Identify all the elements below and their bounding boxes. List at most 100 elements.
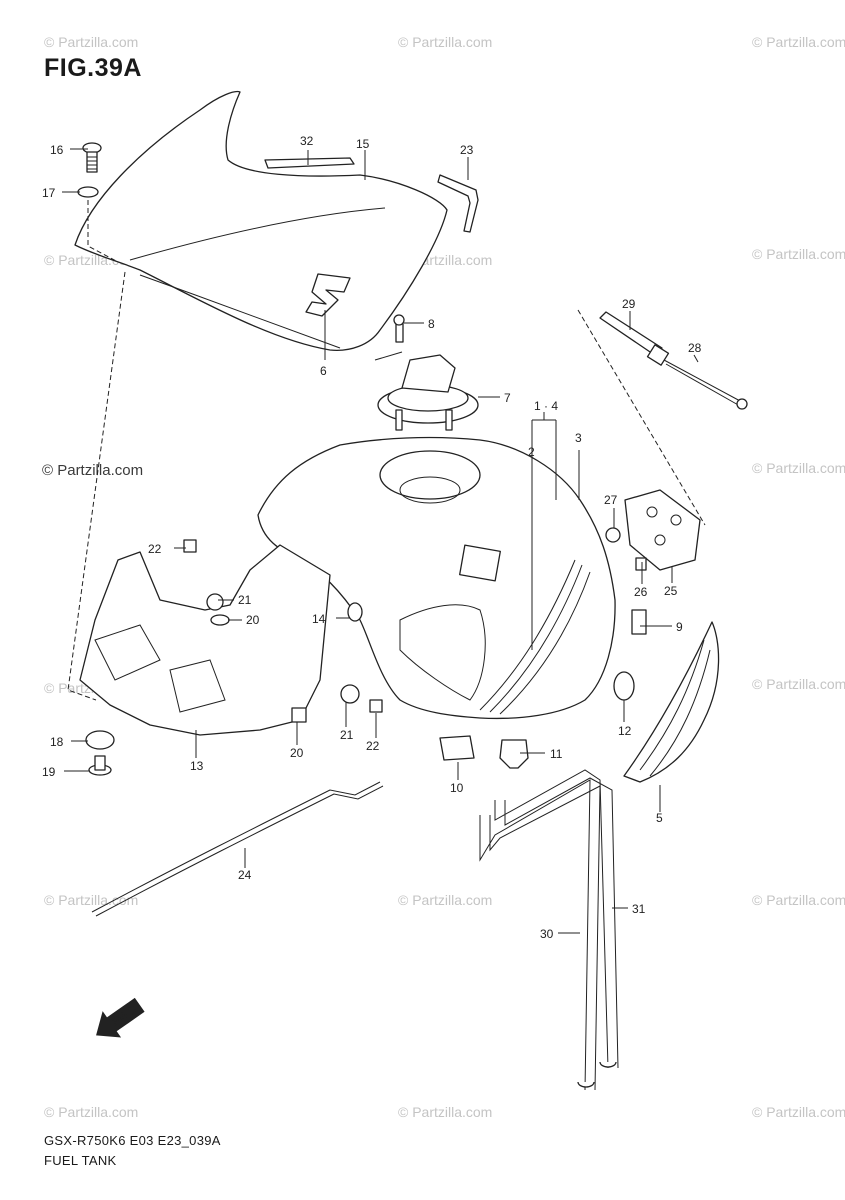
cover-strip xyxy=(264,157,355,169)
clip-22b xyxy=(369,699,383,713)
callout-8: 8 xyxy=(428,317,435,331)
cap-12 xyxy=(613,671,635,701)
valve-11 xyxy=(499,739,529,769)
watermark: © Partzilla.com xyxy=(398,34,493,50)
bolt-16 xyxy=(82,142,102,173)
callout-18: 18 xyxy=(50,735,64,749)
callout-22: 22 xyxy=(148,542,162,556)
callout-16: 16 xyxy=(50,143,64,157)
nut-27 xyxy=(605,527,621,543)
watermark: © Partzilla.com xyxy=(44,892,139,908)
mount-leader-long xyxy=(67,271,126,701)
damper-leader xyxy=(577,309,706,526)
fuel-cap-assembly xyxy=(374,314,479,431)
callout-14: 14 xyxy=(312,612,326,626)
bracket-25-hole xyxy=(670,514,682,526)
callout-1-4: 1 · 4 xyxy=(534,399,558,413)
vent-hose xyxy=(437,174,479,233)
collar-20b xyxy=(291,707,307,723)
cushion-14 xyxy=(347,602,363,622)
hose-31-end xyxy=(599,1061,617,1068)
callout-20: 20 xyxy=(246,613,260,627)
tank-bracket xyxy=(79,544,331,736)
callout-31: 31 xyxy=(632,902,646,916)
callout-12: 12 xyxy=(618,724,632,738)
leader-lines xyxy=(62,148,699,934)
bracket-25 xyxy=(624,489,701,571)
tank-filler-inner xyxy=(399,476,461,504)
callout-3: 3 xyxy=(575,431,582,445)
watermark: © Partzilla.com xyxy=(398,892,493,908)
figure-name: FUEL TANK xyxy=(44,1153,117,1168)
bolt-28 xyxy=(663,359,743,407)
watermark: © Partzilla.com xyxy=(44,34,139,50)
callout-13: 13 xyxy=(190,759,204,773)
cushion-18 xyxy=(85,730,115,750)
side-panel-5-lines xyxy=(639,639,711,777)
bolt-28-head xyxy=(736,398,748,410)
callout-30: 30 xyxy=(540,927,554,941)
washer-17 xyxy=(77,186,99,198)
suzuki-emblem xyxy=(305,273,351,317)
tank-trim-lines xyxy=(479,559,591,715)
callout-32: 32 xyxy=(300,134,314,148)
callout-10: 10 xyxy=(450,781,464,795)
bolt-19-shank xyxy=(94,755,106,771)
bracket-25-hole xyxy=(646,506,658,518)
callout-11: 11 xyxy=(550,747,563,761)
watermark-prominent: © Partzilla.com xyxy=(42,462,144,479)
watermark: © Partzilla.com xyxy=(752,1104,845,1120)
callout-27: 27 xyxy=(604,493,618,507)
tank-cover xyxy=(74,90,448,351)
callout-26: 26 xyxy=(634,585,648,599)
grommet-21b xyxy=(340,684,360,704)
callout-29: 29 xyxy=(622,297,636,311)
callout-9: 9 xyxy=(676,620,683,634)
damper-29-body xyxy=(646,344,670,366)
tank-cover-contour xyxy=(129,207,386,349)
hose-31 xyxy=(494,769,619,1069)
callout-5: 5 xyxy=(656,811,663,825)
pad-9 xyxy=(631,609,647,635)
watermark: © Partzilla.com xyxy=(752,34,845,50)
damper-29 xyxy=(599,311,663,357)
fwd-arrow xyxy=(96,997,145,1038)
callout-24: 24 xyxy=(238,868,252,882)
watermark: © Partzilla.com xyxy=(44,1104,139,1120)
callout-21: 21 xyxy=(238,593,252,607)
watermark: © Partzilla.com xyxy=(752,676,845,692)
drain-hose-24 xyxy=(91,781,384,917)
watermark: © Partzilla.com xyxy=(752,460,845,476)
clamp-10 xyxy=(439,735,475,761)
callout-19: 19 xyxy=(42,765,56,779)
bolt-26 xyxy=(635,557,647,571)
callout-21: 21 xyxy=(340,728,354,742)
hose-30 xyxy=(479,779,601,1091)
hose-30-end xyxy=(577,1081,595,1088)
figure-code: GSX-R750K6 E03 E23_039A xyxy=(44,1133,221,1148)
callout-25: 25 xyxy=(664,584,678,598)
watermark: © Partzilla.com xyxy=(398,1104,493,1120)
tank-bracket-windows xyxy=(94,624,226,713)
collar-20a xyxy=(210,614,230,626)
callout-23: 23 xyxy=(460,143,474,157)
tank-label-plate xyxy=(459,544,501,582)
clip-22a xyxy=(183,539,197,553)
watermark: © Partzilla.com xyxy=(752,892,845,908)
callout-15: 15 xyxy=(356,137,370,151)
callout-28: 28 xyxy=(688,341,702,355)
side-panel-5 xyxy=(623,621,720,783)
bracket-25-hole xyxy=(654,534,666,546)
watermark: © Partzilla.com xyxy=(752,246,845,262)
callout-17: 17 xyxy=(42,186,56,200)
mount-leader xyxy=(87,200,119,263)
grommet-21a xyxy=(206,593,224,611)
callout-22: 22 xyxy=(366,739,380,753)
callout-20: 20 xyxy=(290,746,304,760)
tank-side-panel xyxy=(399,604,486,701)
tank-filler-ring xyxy=(379,450,481,500)
callout-2: 2 xyxy=(528,445,535,459)
figure-title: FIG.39A xyxy=(44,54,142,82)
callout-7: 7 xyxy=(504,391,511,405)
